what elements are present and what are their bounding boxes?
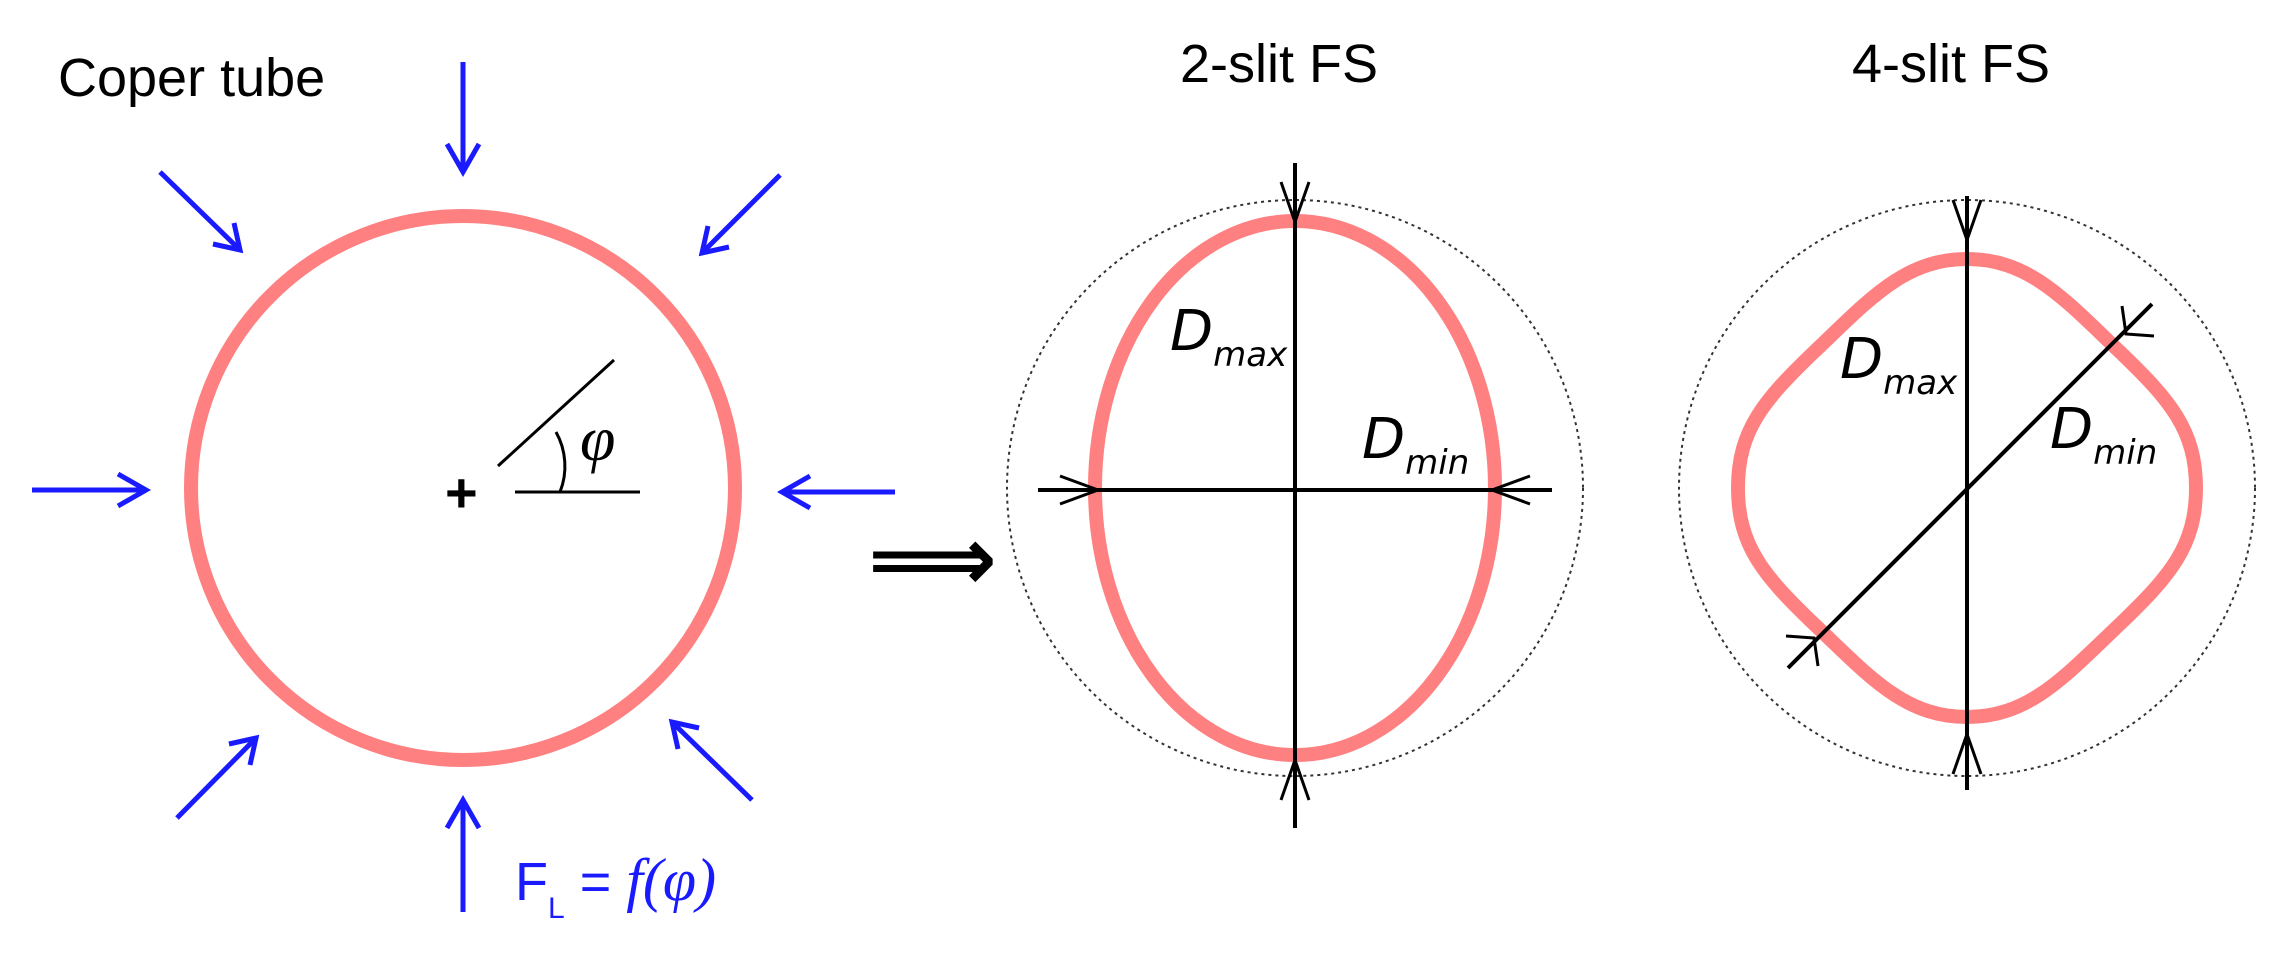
reference-circle-2-slit xyxy=(1006,199,1584,777)
dmin4-arrowhead-lower xyxy=(1785,634,1820,667)
force-arrow-bottom-right xyxy=(668,718,754,802)
dmax-arrowhead-bottom xyxy=(1279,755,1311,801)
dmin-label-2-slit: Dmin xyxy=(1362,407,1469,483)
dmin-axis-4-slit xyxy=(1786,302,2154,670)
angle-ray xyxy=(496,358,616,468)
dmax4-arrowhead-bottom xyxy=(1951,729,1983,775)
title-2-slit-fs: 2-slit FS xyxy=(1180,34,1378,94)
dmax-label-2-slit: Dmax xyxy=(1170,299,1288,375)
implies-arrow: ⟹ xyxy=(868,510,997,610)
copper-tube-circle xyxy=(184,209,742,767)
dmin-arrowhead-right xyxy=(1487,474,1531,506)
force-arrow-top-right xyxy=(698,173,782,257)
middle-panel-2-slit: 2-slit FS Dmax Dmin xyxy=(1006,34,1584,828)
title-coper-tube: Coper tube xyxy=(58,48,325,108)
force-arrow-bottom-left xyxy=(175,734,260,820)
dmin-arrowhead-left xyxy=(1059,474,1103,506)
left-panel: Coper tube + φ xyxy=(32,48,895,925)
force-arrow-top xyxy=(444,62,482,178)
force-arrow-left xyxy=(32,471,152,509)
force-arrow-right xyxy=(776,473,895,511)
formula-equals: = xyxy=(565,852,627,912)
force-arrow-top-left xyxy=(158,170,244,254)
right-panel-4-slit: 4-slit FS Dmax Dmin xyxy=(1678,34,2256,790)
dmax4-arrowhead-top xyxy=(1951,199,1983,245)
force-arrows xyxy=(32,62,895,912)
dmax-arrowhead-top xyxy=(1279,181,1311,227)
angle-phi-label: φ xyxy=(580,403,615,474)
force-formula: FL = f(φ) xyxy=(515,847,716,925)
formula-subscript: L xyxy=(548,892,565,925)
title-4-slit-fs: 4-slit FS xyxy=(1852,34,2050,94)
formula-f: F xyxy=(515,852,548,912)
dmax-label-4-slit: Dmax xyxy=(1840,327,1958,403)
reference-circle-4-slit xyxy=(1678,199,2256,777)
dmin-label-4-slit: Dmin xyxy=(2050,397,2157,473)
force-arrow-bottom xyxy=(444,794,482,912)
formula-function: f(φ) xyxy=(626,847,716,913)
angle-arc xyxy=(554,431,567,493)
center-mark: + xyxy=(445,461,478,524)
dmin4-arrowhead-upper xyxy=(2120,305,2155,338)
